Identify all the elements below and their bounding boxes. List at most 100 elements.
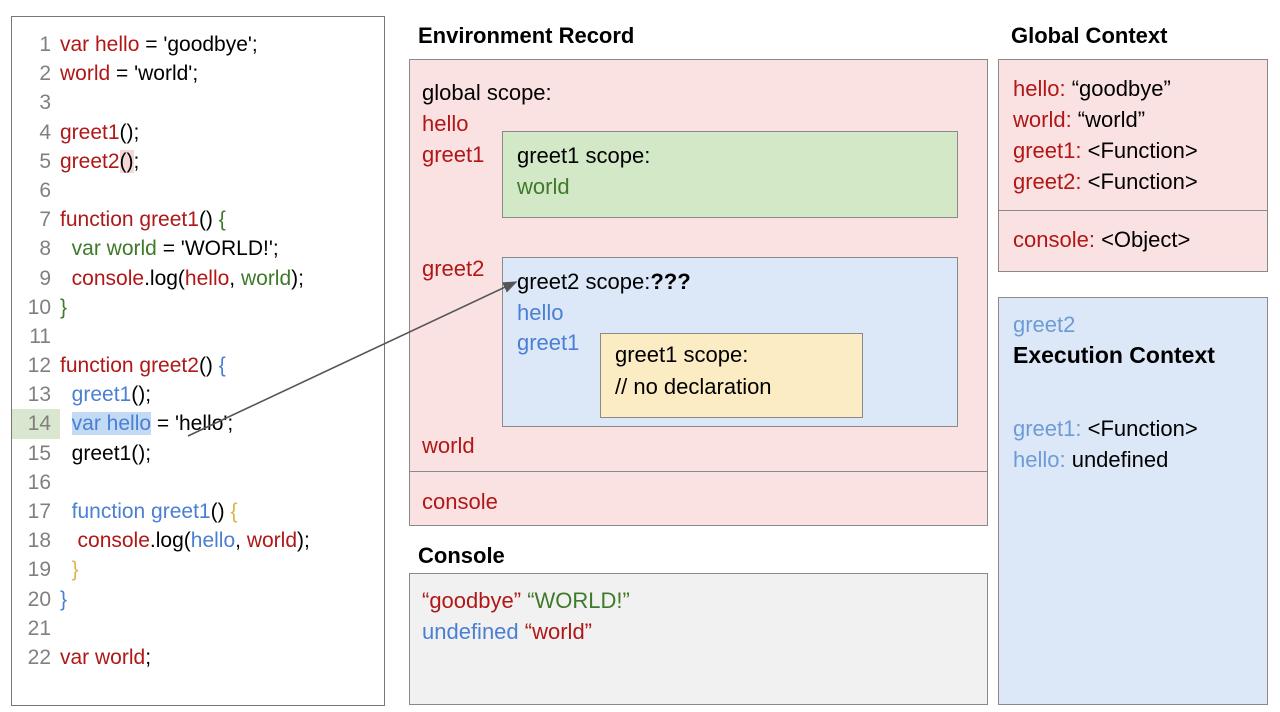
greet1-inner-scope-box: greet1 scope: // no declaration [600,333,863,418]
global-context-entry-key: world: [1013,107,1072,132]
code-line-text: console.log(hello, world); [60,526,310,555]
global-context-entry: greet2: <Function> [1013,169,1198,195]
global-context-entry: world: “world” [1013,107,1145,133]
code-line[interactable]: 19 } [12,555,384,584]
code-line[interactable]: 8 var world = 'WORLD!'; [12,234,384,263]
global-context-entry-key: hello: [1013,76,1066,101]
greet1-scope-head: greet1 scope: [517,143,651,168]
code-line[interactable]: 18 console.log(hello, world); [12,526,384,555]
code-token [60,383,72,406]
code-token [60,412,72,435]
code-line-text: greet2(); [60,147,139,176]
code-token: ); [291,266,304,290]
code-line-number: 4 [39,120,51,144]
code-line-number: 14 [12,409,60,439]
code-line[interactable]: 9 console.log(hello, world); [12,264,384,293]
global-context-divider [999,210,1267,211]
global-context-entry-key: greet1: [1013,138,1082,163]
code-line[interactable]: 16 [12,468,384,497]
code-line[interactable]: 13 greet1(); [12,380,384,409]
code-token: { [230,500,238,523]
code-token: console [71,266,145,290]
code-token: () [210,500,231,523]
console-line: undefined “world” [422,619,592,645]
er-var-hello: hello [422,111,469,136]
code-line-text: world = 'world'; [60,59,198,88]
greet2-execution-context-box: greet2 Execution Context greet1: <Functi… [998,297,1268,705]
execution-context-entry: greet1: <Function> [1013,416,1198,442]
code-line-text: var world; [60,643,151,672]
code-line[interactable]: 17 function greet1() { [12,497,384,526]
code-token: { [218,354,226,378]
code-token: = 'world'; [110,62,199,86]
code-line-text: greet1(); [60,380,151,409]
code-line[interactable]: 14 var hello = 'hello'; [12,409,384,439]
code-line[interactable]: 21 [12,614,384,643]
code-token: world [246,529,297,553]
execution-context-entry-key: greet1: [1013,416,1082,441]
er-var-greet2: greet2 [422,256,485,281]
console-token: “goodbye” [422,588,522,613]
console-token: “WORLD!” [527,588,630,613]
code-line-number: 20 [27,587,51,611]
code-token: } [60,587,68,611]
code-line-number: 1 [39,33,51,56]
code-line-text: function greet2() { [60,351,226,380]
code-line[interactable]: 15 greet1(); [12,439,384,468]
code-line-number: 12 [27,354,51,378]
global-context-title: Global Context [1011,23,1168,48]
code-line-text: function greet1() { [60,205,226,234]
code-token: hello [190,529,236,553]
code-token: } [60,295,68,319]
code-token: world [240,266,292,290]
code-token [60,558,72,581]
execution-context-owner-name: greet2 [1013,312,1075,338]
code-line[interactable]: 6 [12,176,384,205]
code-token: var hello [60,33,140,56]
code-token: function greet1 [60,208,199,232]
code-line[interactable]: 5 greet2(); [12,147,384,176]
code-token: (); [131,383,152,407]
code-token: ; [145,645,152,669]
code-line-text: greet1(); [60,439,151,468]
code-line[interactable]: 22 var world; [12,643,384,672]
greet2-scope-var-greet1: greet1 [517,330,580,355]
greet1-inner-scope-note: // no declaration [615,374,772,399]
code-line[interactable]: 3 [12,88,384,117]
er-var-greet1: greet1 [422,142,485,167]
code-line-number: 10 [27,295,51,319]
code-line[interactable]: 20} [12,585,384,614]
er-var-console: console [422,489,498,514]
greet2-scope-var-hello: hello [517,300,564,325]
global-context-entry: hello: “goodbye” [1013,76,1171,102]
execution-context-entry-value: undefined [1065,447,1169,472]
code-line[interactable]: 10} [12,293,384,322]
code-line-number: 5 [39,149,51,173]
code-token: = 'WORLD!'; [156,237,279,261]
code-line-text: var world = 'WORLD!'; [60,234,279,263]
console-line: “goodbye” “WORLD!” [422,588,630,614]
code-line-number: 22 [27,645,51,669]
code-line-text: } [60,293,67,322]
global-context-entry-value: <Function> [1081,138,1198,163]
code-token: , [235,529,247,553]
code-token: , [229,266,241,290]
global-context-builtin-entry: console: <Object> [1013,227,1190,253]
execution-context-entry: hello: undefined [1013,447,1168,473]
code-line-number: 9 [39,266,51,290]
code-line-text: console.log(hello, world); [60,264,304,293]
code-line-number: 15 [27,441,51,465]
code-line[interactable]: 11 [12,322,384,351]
global-context-entry: greet1: <Function> [1013,138,1198,164]
code-line-number: 21 [27,616,51,640]
code-token: .log( [149,529,191,553]
greet1-inner-scope-head: greet1 scope: [615,342,749,367]
code-line[interactable]: 12 function greet2() { [12,351,384,380]
code-token [60,529,78,552]
